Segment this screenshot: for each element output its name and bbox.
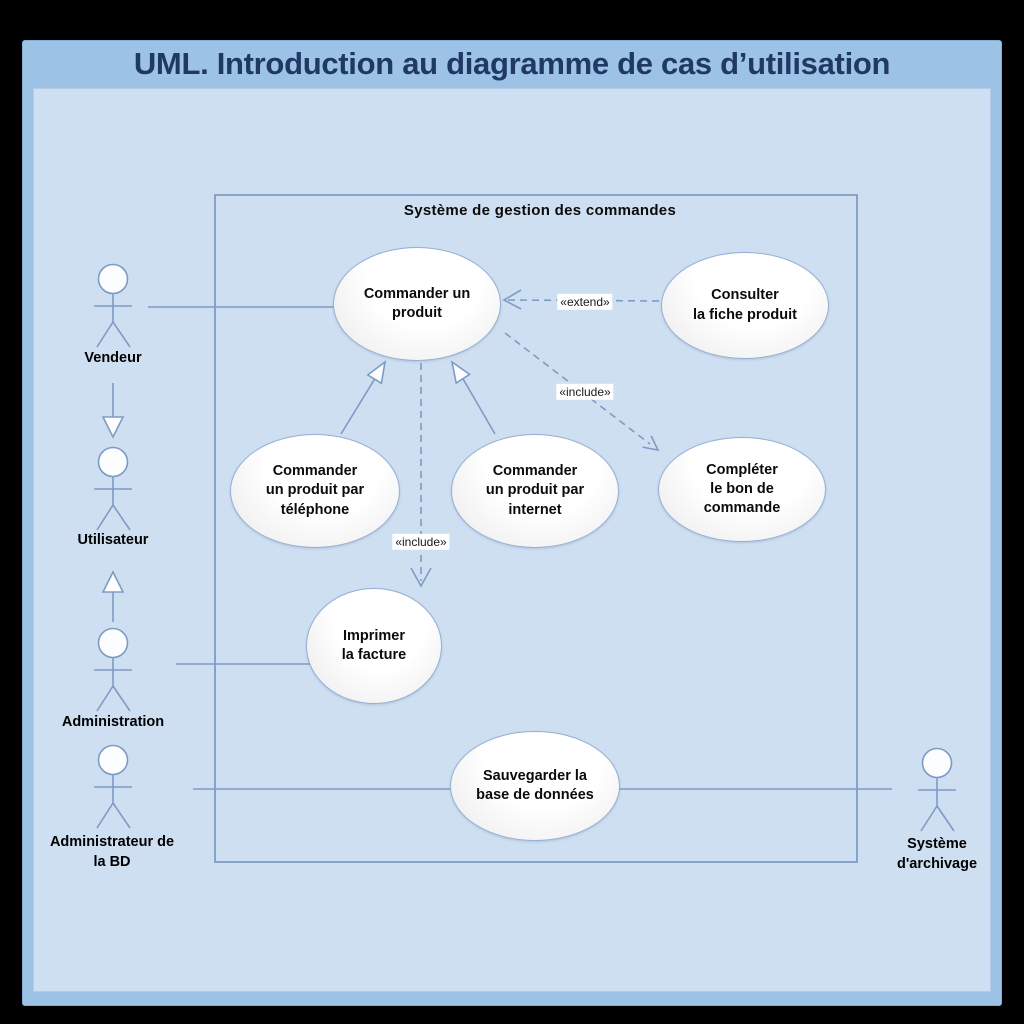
usecase-consulter-fiche-produit: Consulter la fiche produit (661, 252, 829, 359)
actor-systeme-archivage-figure (918, 747, 956, 832)
page-title: UML. Introduction au diagramme de cas d’… (133, 46, 891, 81)
usecase-sauvegarder-base-donnees: Sauvegarder la base de données (450, 731, 620, 841)
actor-administrateur-bd-figure (94, 744, 132, 829)
actor-label-utilisateur: Utilisateur (77, 532, 149, 548)
usecase-imprimer-facture: Imprimer la facture (306, 588, 442, 704)
actor-label-administrateur-bd: Administrateur de la BD (49, 834, 175, 870)
system-boundary-label: Système de gestion des commandes (403, 202, 677, 219)
actor-label-systeme-archivage: Système d'archivage (896, 836, 978, 872)
actor-utilisateur-figure (94, 446, 132, 531)
generalization-telephone-commander (340, 360, 387, 435)
usecase-commander-produit: Commander un produit (333, 247, 501, 361)
actor-administration-figure (94, 627, 132, 712)
stereotype-extend-label: «extend» (557, 293, 613, 311)
actor-label-vendeur: Vendeur (84, 350, 142, 366)
generalization-administration-utilisateur (101, 570, 125, 622)
include-arrow-commander-completer (504, 332, 660, 452)
generalization-internet-commander (450, 360, 496, 435)
system-boundary (214, 194, 858, 863)
actor-label-administration: Administration (61, 714, 165, 730)
usecase-commander-par-telephone: Commander un produit par téléphone (230, 434, 400, 548)
stereotype-include-facture-label: «include» (392, 533, 450, 551)
generalization-vendeur-utilisateur (101, 383, 125, 439)
usecase-commander-par-internet: Commander un produit par internet (451, 434, 619, 548)
actor-vendeur-figure (94, 263, 132, 348)
usecase-completer-bon-commande: Compléter le bon de commande (658, 437, 826, 542)
stereotype-include-bon-label: «include» (556, 383, 614, 401)
include-arrow-commander-imprimer (410, 363, 432, 588)
